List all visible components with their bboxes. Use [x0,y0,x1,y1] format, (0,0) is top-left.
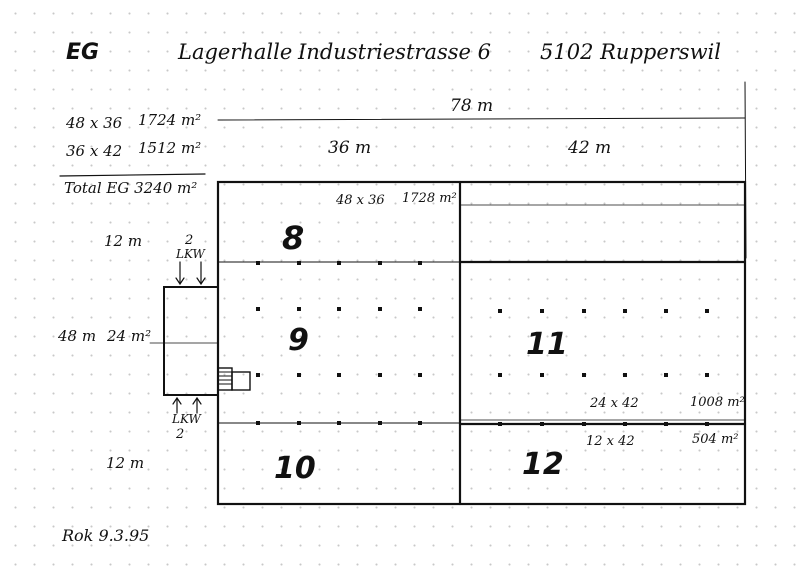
floor-label: EG [66,40,100,65]
town-label: 5102 Rupperswil [540,40,721,64]
hall-9-number: 9 [288,323,309,358]
area-row2-dims: 36 x 42 [66,142,123,160]
hall-8-9-area: 1728 m² [402,191,457,206]
area-row1-area: 1724 m² [138,111,202,129]
bottom-height-label: 12 m [106,454,145,472]
area-total: Total EG 3240 m² [64,179,198,197]
hall-11-area: 1008 m² [690,395,745,410]
right-width-label: 42 m [568,138,612,158]
area-row2-area: 1512 m² [138,139,202,157]
signature: Rok 9.3.95 [62,526,150,545]
hall-8-number: 8 [282,219,305,257]
left-width-label: 36 m [328,138,372,158]
dock-bottom-label: LKW [172,412,201,426]
hall-12-area: 504 m² [692,432,739,447]
dock-bottom-count: 2 [176,427,185,442]
lift-symbol [231,371,251,391]
area-row1-dims: 48 x 36 [66,114,123,132]
hall-12-number: 12 [522,447,564,482]
middle-height-label: 48 m [58,327,97,345]
hall-8-9-dims: 48 x 36 [336,193,385,208]
dock-box [163,286,219,396]
stairs-symbol [217,367,233,391]
building-label: Lagerhalle [178,40,293,64]
hall-11-number: 11 [526,327,568,362]
street-label: Industriestrasse 6 [298,40,491,64]
building-outline [216,180,747,506]
middle-height-alt-label: 24 m² [107,327,152,345]
top-height-label: 12 m [104,232,143,250]
columns [256,261,709,426]
total-underline [59,173,206,177]
dock-top-label: LKW [176,247,205,261]
hall-12-dims: 12 x 42 [586,434,635,449]
overall-width-label: 78 m [450,96,494,116]
hall-11-dims: 24 x 42 [590,396,639,411]
hall-10-number: 10 [274,451,316,486]
dock-top-count: 2 [185,233,194,248]
overall-dim-line [217,117,746,121]
